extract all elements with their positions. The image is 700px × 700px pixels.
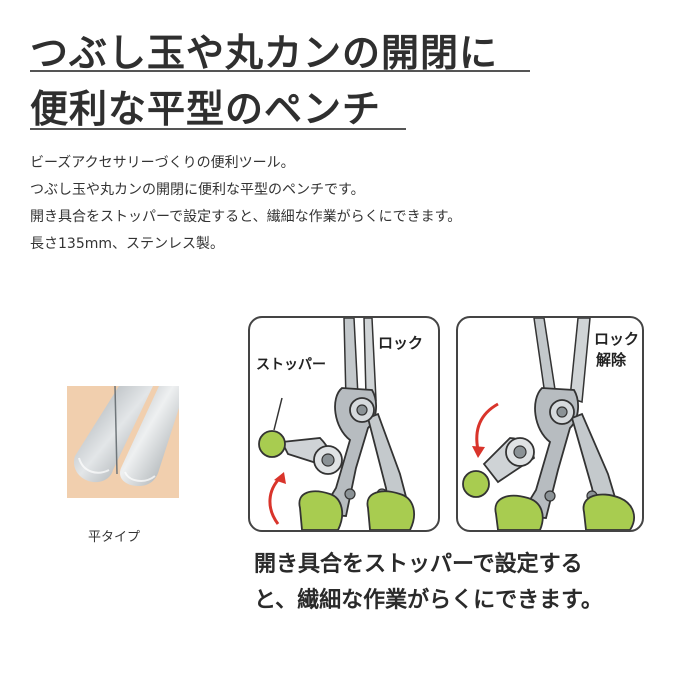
release-label: 解除 bbox=[596, 351, 627, 369]
down-arrow bbox=[475, 402, 499, 451]
description-block: ビーズアクセサリーづくりの便利ツール。 つぶし玉や丸カンの開閉に便利な平型のペン… bbox=[30, 150, 670, 258]
up-arrow bbox=[268, 476, 282, 525]
caption-line-2: と、繊細な作業がらくにできます。 bbox=[254, 588, 603, 613]
pliers-locked-illustration bbox=[258, 318, 415, 530]
description-line: ビーズアクセサリーづくりの便利ツール。 bbox=[30, 155, 295, 171]
headline-line-1: つぶし玉や丸カンの開閉に bbox=[30, 31, 499, 75]
description-line: 長さ135mm、ステンレス製。 bbox=[30, 236, 224, 252]
flat-tip-photo bbox=[67, 386, 179, 498]
headline-line-2: 便利な平型のペンチ bbox=[30, 87, 382, 131]
pliers-unlocked-illustration bbox=[462, 318, 635, 530]
headline-underline-2 bbox=[30, 128, 406, 130]
description-line: 開き具合をストッパーで設定すると、繊細な作業がらくにできます。 bbox=[30, 209, 462, 225]
stopper-label: ストッパー bbox=[256, 357, 326, 373]
lock-label: ロック bbox=[594, 330, 640, 348]
flat-type-label: 平タイプ bbox=[88, 530, 141, 545]
headline-underline-1 bbox=[30, 70, 530, 72]
stopper-knob bbox=[462, 470, 490, 498]
description-line: つぶし玉や丸カンの開閉に便利な平型のペンチです。 bbox=[30, 182, 365, 198]
lock-label: ロック bbox=[378, 334, 424, 352]
stopper-knob bbox=[258, 430, 286, 458]
lock-illustration-panel: ストッパー ロック bbox=[248, 316, 440, 532]
unlock-illustration-panel: ロック 解除 bbox=[456, 316, 644, 532]
caption-line-1: 開き具合をストッパーで設定する bbox=[254, 552, 583, 577]
